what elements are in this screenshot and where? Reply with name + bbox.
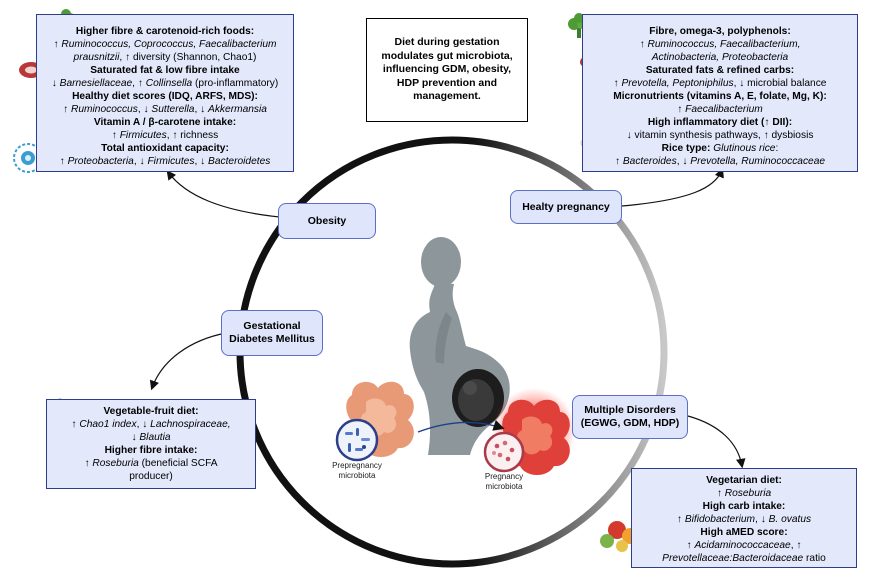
caption-prepregnancy-l1: Prepregnancy	[332, 461, 382, 470]
node-gdm-label-1: Gestational	[243, 320, 301, 332]
gdm-l5: ↑ Roseburia (beneficial SCFA	[84, 458, 218, 469]
multi-l5: High aMED score:	[700, 527, 788, 538]
microbiota-circle-icon-pregnancy	[483, 431, 525, 473]
healthy-l1: Fibre, omega-3, polyphenols:	[649, 26, 791, 37]
healthy-l6: Micronutrients (vitamins A, E, folate, M…	[613, 91, 827, 102]
gdm-l3: ↓ Blautia	[131, 432, 171, 443]
obesity-l4: Saturated fat & low fibre intake	[90, 65, 240, 76]
multi-l3: High carb intake:	[702, 501, 786, 512]
multi-l6: ↑ Acidaminococcaceae, ↑	[686, 540, 802, 551]
arrow-healthy	[621, 167, 724, 207]
node-multi-label-1: Multiple Disorders	[584, 404, 676, 416]
multi-l2: ↑ Roseburia	[716, 488, 772, 499]
obesity-l10: Total antioxidant capacity:	[101, 143, 229, 154]
arrow-multi	[687, 415, 746, 469]
arrow-gdm	[149, 332, 227, 391]
healthy-l7: ↑ Faecalibacterium	[677, 104, 763, 115]
microbiota-circle-icon-prepregnancy	[335, 418, 379, 462]
obesity-l7: ↑ Ruminococcus, ↓ Sutterella, ↓ Akkerman…	[63, 104, 267, 115]
healthy-l9: ↓ vitamin synthesis pathways, ↑ dysbiosi…	[626, 130, 814, 141]
node-obesity-label: Obesity	[307, 214, 347, 227]
caption-prepregnancy: Prepregnancy microbiota	[322, 461, 392, 480]
obesity-findings-box: Higher fibre & carotenoid-rich foods: ↑ …	[36, 14, 294, 172]
obesity-l2: ↑ Ruminococcus, Coprococcus, Faecalibact…	[53, 39, 277, 50]
multi-l1: Vegetarian diet:	[706, 475, 782, 486]
healthy-l5: ↑ Prevotella, Peptoniphilus, ↓ microbial…	[613, 78, 827, 89]
caption-pregnancy-l1: Pregnancy	[484, 472, 524, 481]
caption-pregnancy-l2: microbiota	[485, 481, 523, 491]
obesity-l6: Healthy diet scores (IDQ, ARFS, MDS):	[72, 91, 258, 102]
gdm-l6: producer)	[129, 471, 173, 482]
arrow-gut-transition	[417, 420, 505, 433]
gdm-findings-box: Vegetable-fruit diet: ↑ Chao1 index, ↓ L…	[46, 399, 256, 489]
healthy-pregnancy-findings-box: Fibre, omega-3, polyphenols: ↑ Ruminococ…	[582, 14, 858, 172]
healthy-l11: ↑ Bacteroides, ↓ Prevotella, Ruminococca…	[614, 156, 826, 167]
node-gdm: Gestational Diabetes Mellitus	[221, 310, 323, 356]
central-message-box: Diet during gestation modulates gut micr…	[366, 18, 528, 122]
healthy-l2: ↑ Ruminococcus, Faecalibacterium,	[639, 39, 801, 50]
caption-prepregnancy-l2: microbiota	[338, 470, 376, 480]
obesity-l11: ↑ Proteobacteria, ↓ Firmicutes, ↓ Bacter…	[59, 156, 271, 167]
gdm-l4: Higher fibre intake:	[104, 445, 198, 456]
obesity-l1: Higher fibre & carotenoid-rich foods:	[75, 26, 255, 37]
multi-l4: ↑ Bifidobacterium, ↓ B. ovatus	[676, 514, 812, 525]
healthy-l4: Saturated fats & refined carbs:	[645, 65, 795, 76]
obesity-l8: Vitamin A / β-carotene intake:	[93, 117, 237, 128]
obesity-l5: ↓ Barnesiellaceae, ↑ Collinsella (pro-in…	[51, 78, 279, 89]
healthy-l10: Rice type: Glutinous rice:	[661, 143, 779, 154]
node-obesity: Obesity	[278, 203, 376, 239]
gdm-l2: ↑ Chao1 index, ↓ Lachnospiraceae,	[71, 419, 231, 430]
node-multi-label-2: (EGWG, GDM, HDP)	[580, 417, 680, 429]
node-multiple-disorders: Multiple Disorders (EGWG, GDM, HDP)	[572, 395, 688, 439]
arrow-obesity	[166, 170, 291, 219]
multiple-disorders-findings-box: Vegetarian diet: ↑ Roseburia High carb i…	[631, 468, 857, 568]
node-gdm-label-2: Diabetes Mellitus	[229, 333, 315, 345]
node-healthy-pregnancy-label: Healty pregnancy	[522, 200, 610, 213]
gdm-l1: Vegetable-fruit diet:	[103, 406, 199, 417]
central-message: Diet during gestation modulates gut micr…	[381, 36, 513, 103]
healthy-l3: Actinobacteria, Proteobacteria	[651, 52, 789, 63]
obesity-l9: ↑ Firmicutes, ↑ richness	[111, 130, 219, 141]
node-healthy-pregnancy: Healty pregnancy	[510, 190, 622, 224]
multi-l7: Prevotellaceae:Bacteroidaceae ratio	[662, 553, 826, 564]
obesity-l3: prausnitzii, ↑ diversity (Shannon, Chao1…	[73, 52, 257, 63]
caption-pregnancy: Pregnancy microbiota	[470, 472, 538, 491]
healthy-l8: High inflammatory diet (↑ DII):	[647, 117, 793, 128]
